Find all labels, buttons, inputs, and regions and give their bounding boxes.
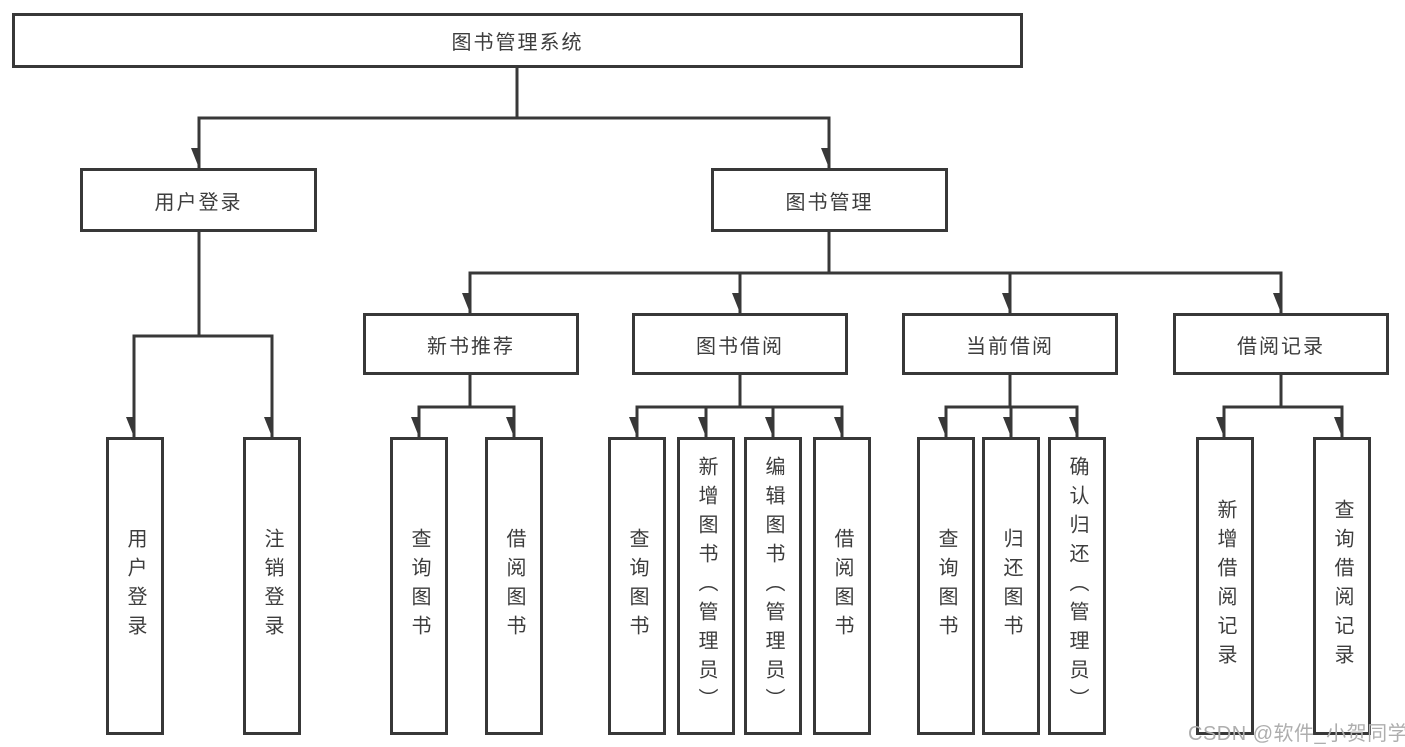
csdn-watermark: CSDN @软件_小贺同学 bbox=[1188, 723, 1405, 745]
node-current-borrow: 当前借阅 bbox=[902, 313, 1118, 375]
leaf-record-query-record-label: 查询借阅记录 bbox=[1331, 499, 1353, 673]
leaf-borrow-add-book-admin: 新增图书（管理员） bbox=[677, 437, 735, 735]
leaf-current-confirm-return-admin: 确认归还（管理员） bbox=[1048, 437, 1106, 735]
leaf-recommend-borrow-book: 借阅图书 bbox=[485, 437, 543, 735]
leaf-recommend-borrow-book-label: 借阅图书 bbox=[503, 528, 525, 644]
leaf-borrow-edit-book-admin-label: 编辑图书（管理员） bbox=[762, 455, 784, 717]
leaf-borrow-borrow-book-label: 借阅图书 bbox=[831, 528, 853, 644]
node-borrow-record: 借阅记录 bbox=[1173, 313, 1389, 375]
leaf-current-query-book-label: 查询图书 bbox=[935, 528, 957, 644]
node-user-login: 用户登录 bbox=[80, 168, 317, 232]
leaf-current-return-book: 归还图书 bbox=[982, 437, 1040, 735]
leaf-borrow-query-book: 查询图书 bbox=[608, 437, 666, 735]
leaf-logout-label: 注销登录 bbox=[261, 528, 283, 644]
node-root-system: 图书管理系统 bbox=[12, 13, 1023, 68]
node-book-borrow: 图书借阅 bbox=[632, 313, 848, 375]
leaf-record-add-record: 新增借阅记录 bbox=[1196, 437, 1254, 735]
node-new-book-recommend: 新书推荐 bbox=[363, 313, 579, 375]
leaf-current-confirm-return-admin-label: 确认归还（管理员） bbox=[1066, 455, 1088, 717]
leaf-user-login-label: 用户登录 bbox=[124, 528, 146, 644]
leaf-current-query-book: 查询图书 bbox=[917, 437, 975, 735]
leaf-recommend-query-book-label: 查询图书 bbox=[408, 528, 430, 644]
leaf-recommend-query-book: 查询图书 bbox=[390, 437, 448, 735]
leaf-borrow-edit-book-admin: 编辑图书（管理员） bbox=[744, 437, 802, 735]
leaf-record-add-record-label: 新增借阅记录 bbox=[1214, 499, 1236, 673]
leaf-record-query-record: 查询借阅记录 bbox=[1313, 437, 1371, 735]
leaf-borrow-borrow-book: 借阅图书 bbox=[813, 437, 871, 735]
leaf-current-return-book-label: 归还图书 bbox=[1000, 528, 1022, 644]
leaf-borrow-query-book-label: 查询图书 bbox=[626, 528, 648, 644]
leaf-borrow-add-book-admin-label: 新增图书（管理员） bbox=[695, 455, 717, 717]
leaf-logout: 注销登录 bbox=[243, 437, 301, 735]
node-book-management: 图书管理 bbox=[711, 168, 948, 232]
leaf-user-login: 用户登录 bbox=[106, 437, 164, 735]
